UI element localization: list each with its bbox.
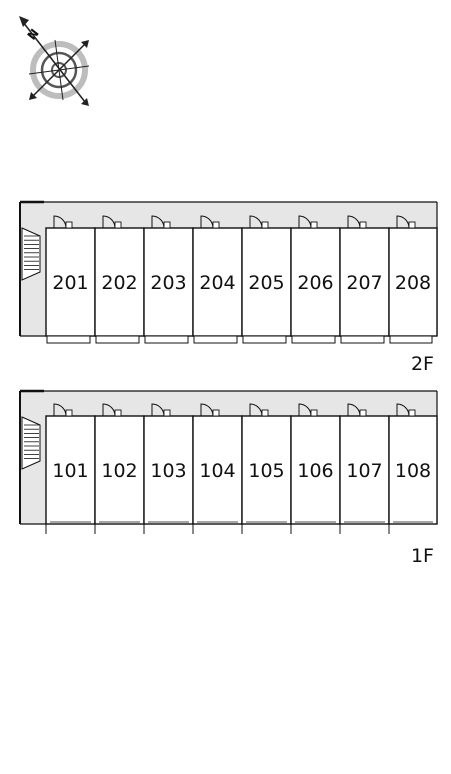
room-204: 204 (192, 215, 243, 344)
room-number: 206 (297, 272, 333, 294)
door-icon (298, 403, 318, 417)
room-108: 108 (388, 403, 438, 534)
floor-label: 1F (411, 545, 434, 567)
room-103: 103 (143, 403, 194, 534)
door-icon (53, 215, 73, 229)
balcony (144, 335, 189, 344)
room-105: 105 (241, 403, 292, 534)
room-number: 207 (346, 272, 382, 294)
room-number: 204 (199, 272, 235, 294)
room-101: 101 (45, 403, 96, 534)
room-number: 103 (150, 460, 186, 482)
balcony (193, 335, 238, 344)
compass-icon: N (19, 16, 90, 106)
door-icon (347, 215, 367, 229)
door-icon (396, 403, 416, 417)
door-icon (53, 403, 73, 417)
room-207: 207 (339, 215, 390, 344)
room-104: 104 (192, 403, 243, 534)
stairs (21, 416, 41, 470)
room-number: 105 (248, 460, 284, 482)
room-201: 201 (45, 215, 96, 344)
room-number: 102 (101, 460, 137, 482)
balcony (389, 335, 433, 344)
door-icon (102, 215, 122, 229)
room-number: 106 (297, 460, 333, 482)
room-202: 202 (94, 215, 145, 344)
balcony (291, 335, 336, 344)
room-208: 208 (388, 215, 438, 344)
door-icon (102, 403, 122, 417)
balcony (242, 335, 287, 344)
door-icon (347, 403, 367, 417)
floor-2f: 201 202 203 204 205 206 207 208 2F (19, 200, 438, 375)
room-107: 107 (339, 403, 390, 534)
door-icon (298, 215, 318, 229)
room-number: 202 (101, 272, 137, 294)
room-number: 108 (395, 460, 431, 482)
balcony (46, 335, 91, 344)
room-number: 104 (199, 460, 235, 482)
room-number: 205 (248, 272, 284, 294)
balcony (95, 335, 140, 344)
room-205: 205 (241, 215, 292, 344)
door-icon (200, 215, 220, 229)
floor-1f: 101 102 103 104 105 106 107 108 1F (19, 389, 438, 567)
balcony (340, 335, 385, 344)
room-number: 201 (52, 272, 88, 294)
door-icon (151, 403, 171, 417)
room-number: 208 (395, 272, 431, 294)
door-icon (200, 403, 220, 417)
door-icon (151, 215, 171, 229)
door-icon (249, 403, 269, 417)
floor-label: 2F (411, 353, 434, 375)
door-icon (249, 215, 269, 229)
stairs (21, 227, 41, 281)
room-106: 106 (290, 403, 341, 534)
room-102: 102 (94, 403, 145, 534)
room-number: 101 (52, 460, 88, 482)
room-206: 206 (290, 215, 341, 344)
room-number: 107 (346, 460, 382, 482)
door-icon (396, 215, 416, 229)
room-203: 203 (143, 215, 194, 344)
room-number: 203 (150, 272, 186, 294)
